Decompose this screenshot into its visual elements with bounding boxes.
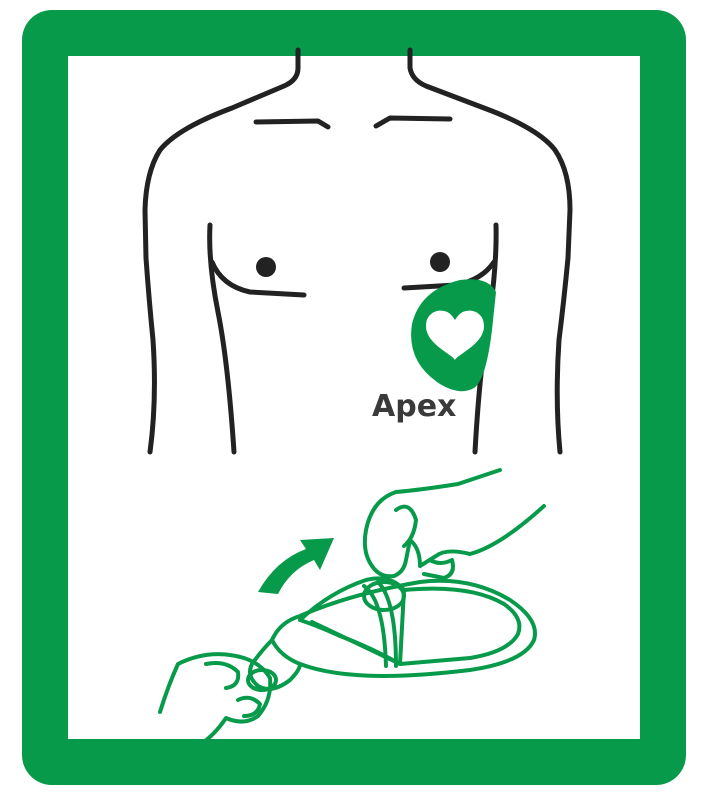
hand-left — [160, 654, 270, 746]
torso-outline — [145, 50, 570, 452]
nipple-left-icon — [256, 257, 276, 277]
pull-tab-top — [364, 582, 404, 610]
hand-right — [365, 470, 544, 578]
apex-label: Apex — [372, 389, 456, 424]
thumb-left — [206, 663, 238, 688]
arrow-icon — [258, 538, 334, 594]
collarbone-right — [376, 118, 450, 126]
finger-left — [238, 698, 260, 716]
collarbone-left — [256, 121, 328, 127]
packet-inner — [400, 589, 519, 664]
neck-left — [145, 50, 298, 452]
nipple-right-icon — [430, 252, 450, 272]
electrode-packet — [248, 578, 535, 690]
hand-right-icon — [365, 470, 544, 576]
peel-flap — [300, 578, 404, 664]
arm-inner-left — [210, 225, 234, 452]
